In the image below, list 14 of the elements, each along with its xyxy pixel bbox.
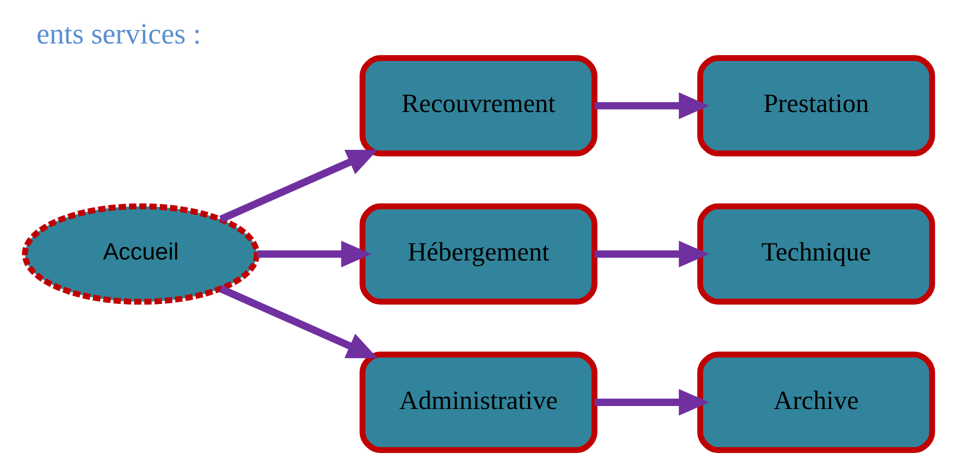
node-box: Administrative [359, 352, 597, 453]
arrow [218, 285, 378, 358]
arrow [594, 92, 709, 120]
node-box: Prestation [696, 55, 935, 156]
node-box: Hébergement [359, 203, 597, 305]
node-box: Recouvrement [359, 55, 597, 156]
node-box: Archive [696, 352, 935, 453]
arrow [218, 150, 378, 223]
arrow [256, 240, 372, 268]
node-box: Technique [696, 203, 935, 305]
arrow [594, 240, 709, 268]
arrow [594, 388, 709, 416]
diagram-title: ents services : [36, 18, 201, 50]
node-ellipse: Accueil [21, 203, 260, 305]
